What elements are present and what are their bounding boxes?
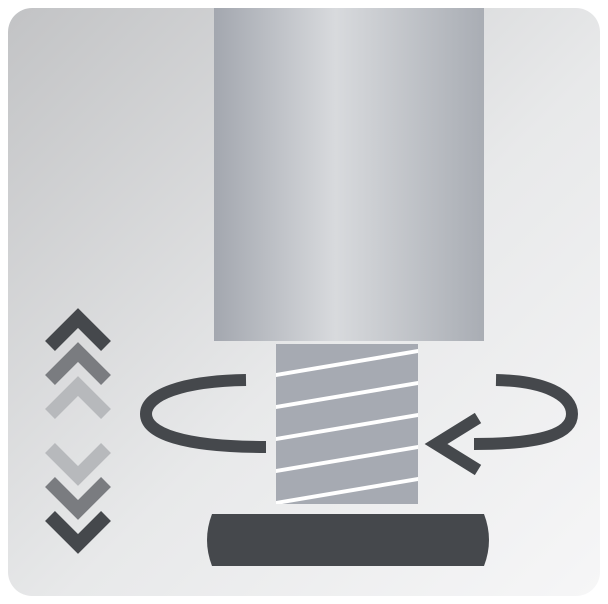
- chevron-down-icon: [45, 443, 111, 486]
- base-plate: [207, 514, 489, 566]
- feed-direction-chevrons: [45, 308, 111, 554]
- chevron-up-icon: [45, 342, 111, 385]
- rotation-arrow-icon: [139, 374, 579, 476]
- chevron-down-icon: [45, 511, 111, 554]
- threaded-tap: [276, 344, 418, 504]
- chevron-up-icon: [45, 308, 111, 351]
- spindle-body: [214, 8, 484, 341]
- chevron-down-icon: [45, 477, 111, 520]
- chevron-up-icon: [45, 376, 111, 419]
